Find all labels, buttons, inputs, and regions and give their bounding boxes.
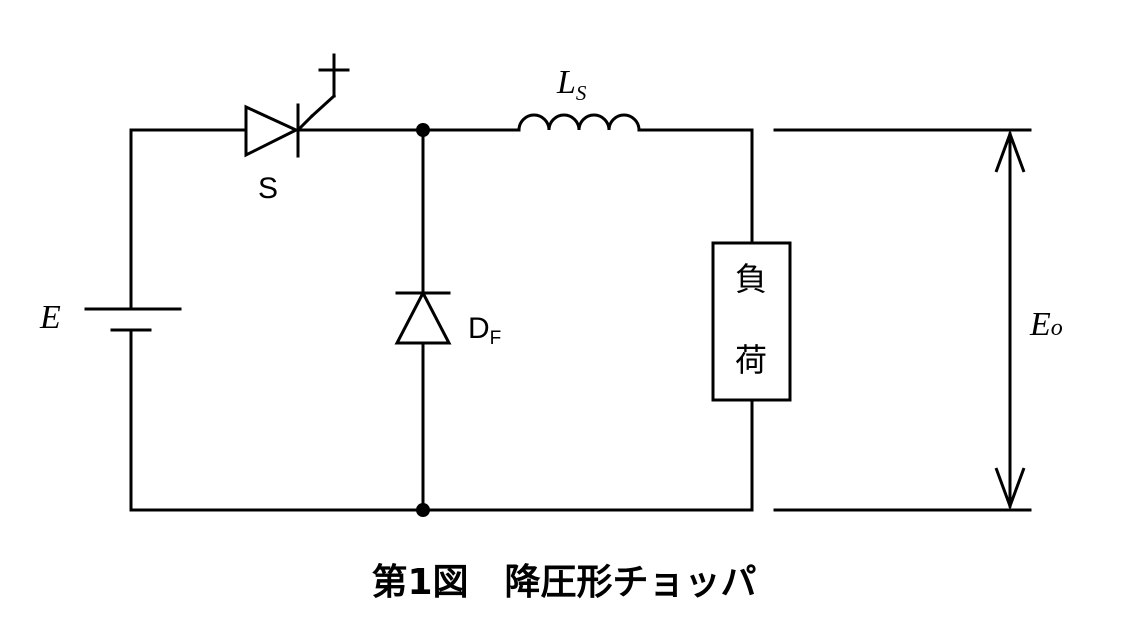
figure-caption: 第1図 降圧形チョッパ	[371, 562, 756, 603]
output-voltage-label: Eo	[1029, 306, 1063, 343]
dc-source-battery	[84, 128, 182, 512]
load-label-line2: 荷	[735, 342, 767, 378]
freewheel-diode	[394, 128, 452, 512]
output-voltage-arrow	[994, 129, 1026, 511]
load-box	[711, 241, 792, 402]
inductor-coil	[517, 113, 641, 132]
thyristor-switch	[244, 53, 350, 158]
switch-label: S	[258, 172, 278, 205]
diode-label: DF	[468, 312, 501, 349]
load-label-line1: 負	[735, 261, 767, 297]
inductor-label: LS	[556, 64, 587, 105]
source-label: E	[39, 299, 61, 336]
